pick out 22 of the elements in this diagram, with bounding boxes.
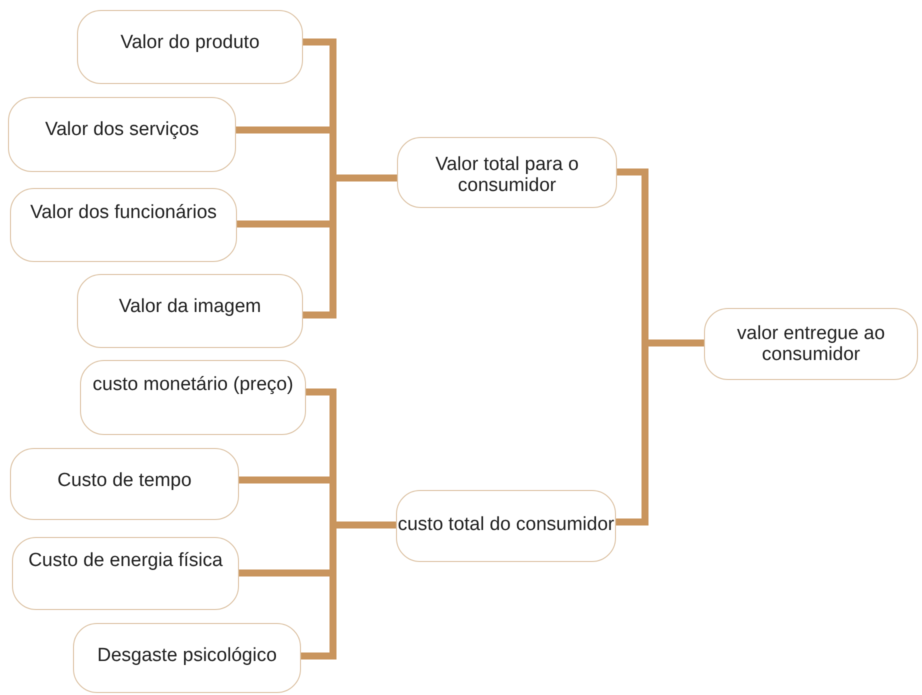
node-label: Valor da imagem <box>118 297 262 318</box>
node-label: custo monetário (preço) <box>92 375 294 396</box>
rounded-box <box>397 137 617 208</box>
rounded-box <box>8 97 236 172</box>
rounded-box <box>73 623 301 693</box>
node-label: valor entregue ao consumidor <box>736 324 886 366</box>
rounded-box <box>12 537 239 610</box>
rounded-box <box>10 448 239 520</box>
rounded-box <box>396 490 616 562</box>
rounded-box <box>77 10 303 84</box>
rounded-box <box>80 360 306 435</box>
rounded-box <box>704 308 918 380</box>
rounded-box <box>10 188 237 262</box>
node-label: Valor dos funcionários <box>29 203 218 224</box>
node-label: Valor do produto <box>119 33 261 54</box>
node-label: Custo de tempo <box>56 471 193 492</box>
node-label: Valor dos serviços <box>44 120 200 141</box>
node-label: Desgaste psicológico <box>96 646 278 667</box>
node-label: Custo de energia física <box>27 551 224 572</box>
rounded-box <box>77 274 303 348</box>
node-label: Valor total para o consumidor <box>434 155 580 197</box>
node-label: custo total do consumidor <box>397 515 615 536</box>
